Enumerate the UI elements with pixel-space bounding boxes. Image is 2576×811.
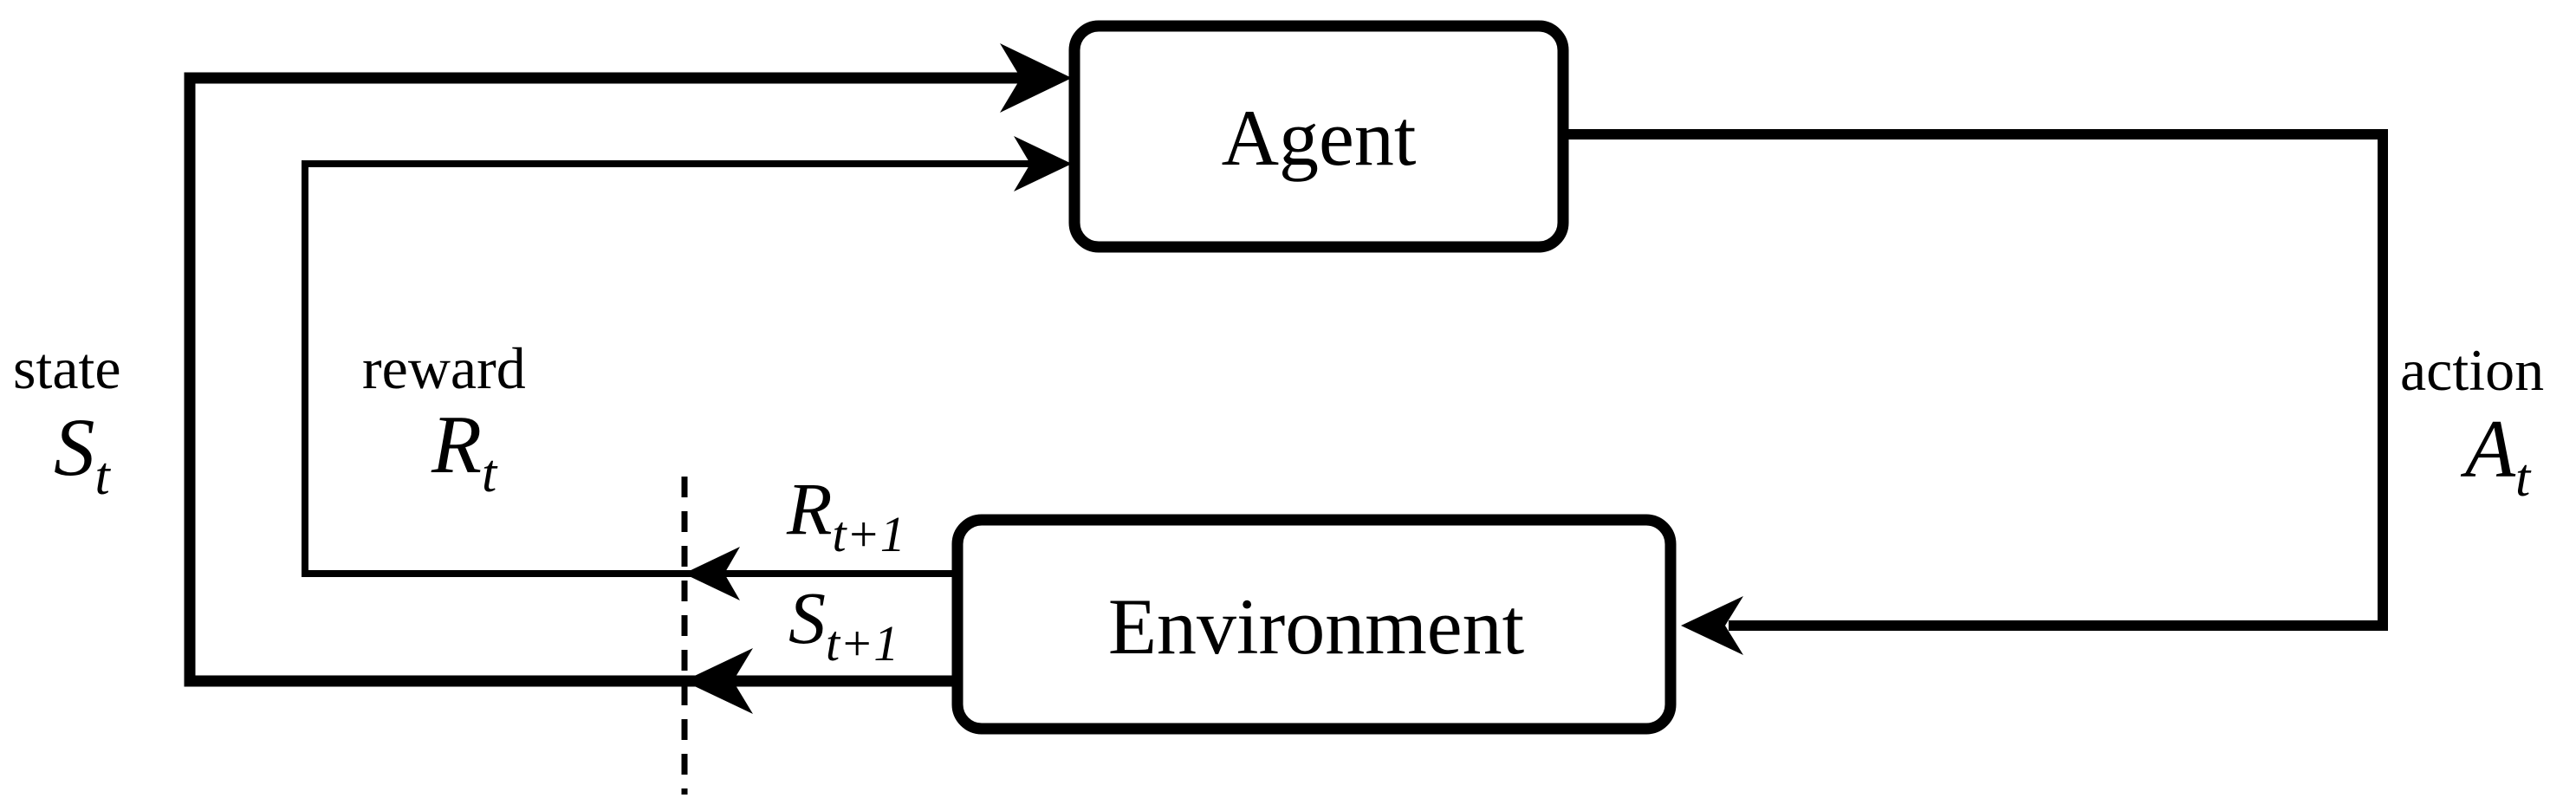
environment-label: Environment [1108,582,1525,671]
state-path [184,72,1024,687]
reward-symbol-base: R [431,399,482,490]
reward-arrowhead-into-agent-icon [1014,136,1072,191]
state-arrowhead-into-agent-icon [1000,43,1072,113]
action-symbol-base: A [2460,403,2516,495]
next-state-arrowhead-at-divider-icon [684,648,753,714]
action-path [1562,129,2388,631]
state-symbol: St [54,401,112,506]
action-symbol: At [2460,403,2532,508]
reward-path [302,160,1033,577]
next-reward-symbol: Rt+1 [786,467,905,562]
next-state-symbol-base: S [788,576,826,659]
next-state-symbol-subscript: t+1 [826,615,899,672]
action-arrowhead-into-environment-icon [1681,596,1743,655]
action-label-word: action [2400,337,2544,403]
next-reward-arrowhead-at-divider-icon [684,547,740,600]
reward-label-word: reward [362,335,526,401]
next-state-symbol: St+1 [788,576,899,672]
state-symbol-base: S [54,401,95,493]
action-symbol-subscript: t [2515,449,2532,508]
agent-label: Agent [1222,94,1417,182]
environment-box [951,514,1677,735]
state-label-word: state [13,335,121,401]
reward-symbol-subscript: t [482,444,498,503]
next-reward-symbol-base: R [786,467,833,550]
state-symbol-subscript: t [95,447,112,506]
next-reward-symbol-subscript: t+1 [833,506,905,562]
agent-box [1068,20,1569,253]
reward-symbol: Rt [431,399,498,503]
